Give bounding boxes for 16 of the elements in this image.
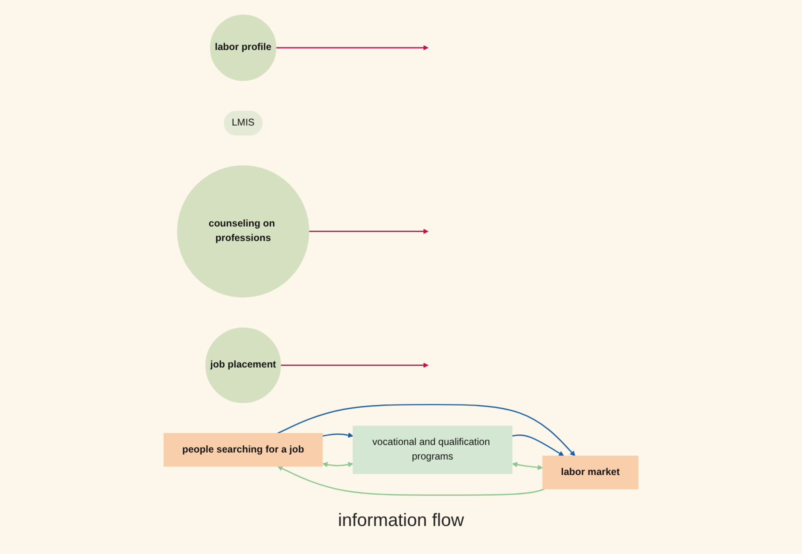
node-box: labor market (542, 456, 638, 490)
arrow (322, 462, 354, 468)
node-circle: counseling on professions (177, 165, 310, 298)
arrow (277, 404, 576, 456)
arrow (277, 466, 545, 496)
arrow (512, 434, 564, 456)
node-box: people searching for a job (164, 433, 323, 467)
arrow (308, 228, 428, 234)
node-circle: labor profile (210, 14, 276, 81)
arrow (322, 432, 354, 438)
arrow (280, 362, 428, 368)
arrow (512, 462, 543, 470)
node-circle: job placement (205, 327, 281, 404)
arrow (276, 45, 428, 50)
note-text: information flow (338, 510, 464, 530)
node-box: vocational and qualification programs (352, 426, 512, 474)
